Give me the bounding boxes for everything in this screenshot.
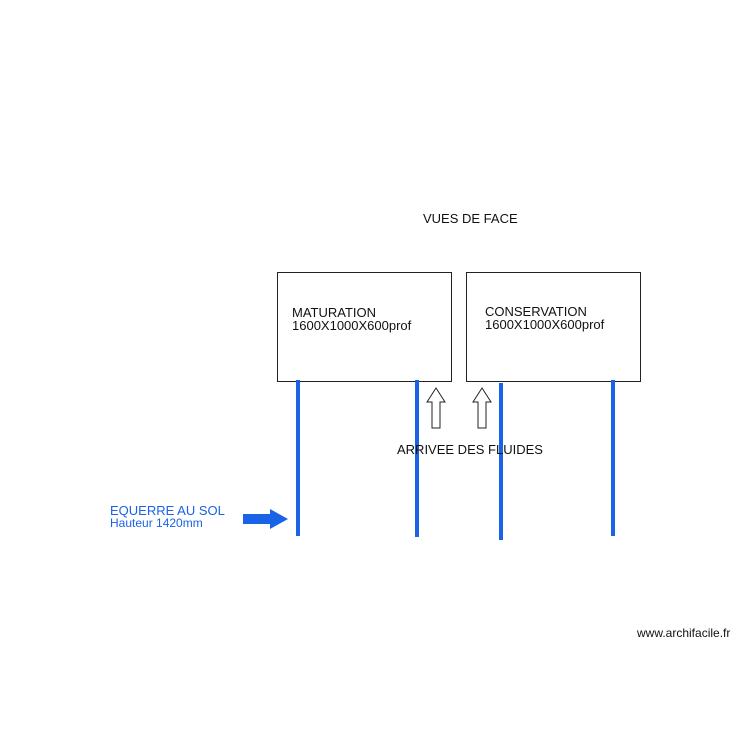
conservation-right-leg <box>611 380 615 536</box>
up-arrow-icon <box>426 387 446 429</box>
maturation-unit-name: MATURATION <box>292 305 377 320</box>
right-arrow-icon <box>243 509 288 529</box>
conservation-unit-box <box>466 272 641 382</box>
maturation-unit-dimensions: 1600X1000X600prof <box>292 318 412 333</box>
floor-bracket-label: EQUERRE AU SOL <box>110 503 225 518</box>
floor-bracket-height: Hauteur 1420mm <box>110 516 203 530</box>
maturation-unit-box <box>277 272 452 382</box>
conservation-left-leg <box>499 383 503 540</box>
maturation-right-leg <box>415 380 419 537</box>
conservation-unit-dimensions: 1600X1000X600prof <box>485 317 605 332</box>
maturation-left-leg <box>296 380 300 536</box>
fluid-arrival-label: ARRIVEE DES FLUIDES <box>397 442 543 457</box>
diagram-title: VUES DE FACE <box>423 211 518 226</box>
up-arrow-icon <box>472 387 492 429</box>
conservation-unit-name: CONSERVATION <box>485 304 587 319</box>
watermark: www.archifacile.fr <box>637 626 731 640</box>
